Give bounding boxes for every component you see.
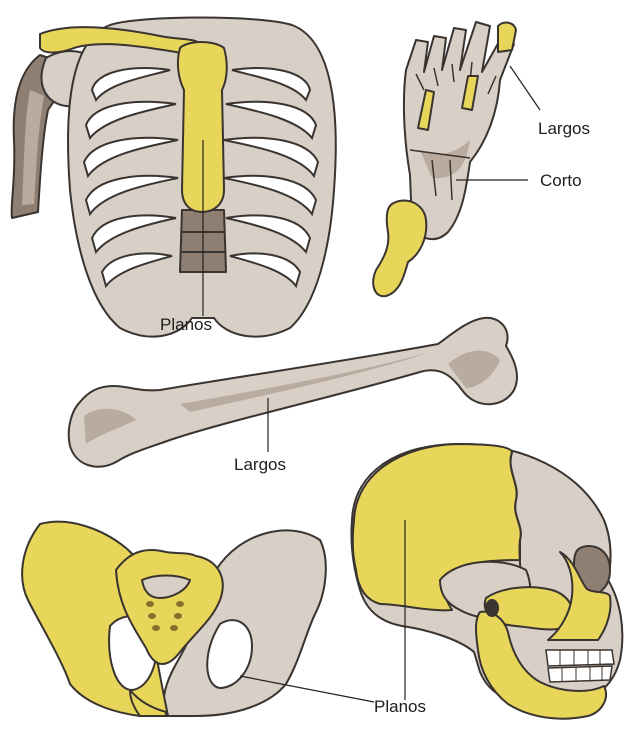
skull bbox=[351, 444, 622, 719]
label-largos-femur: Largos bbox=[234, 456, 286, 473]
sternum bbox=[178, 42, 227, 212]
ear-canal bbox=[485, 599, 499, 617]
foot bbox=[373, 22, 516, 296]
label-largos-foot: Largos bbox=[538, 120, 590, 137]
calcaneus bbox=[373, 201, 426, 297]
label-corto-foot: Corto bbox=[540, 172, 582, 189]
toe-phalanx-highlight bbox=[498, 23, 516, 52]
label-planos-pelvis-skull: Planos bbox=[374, 698, 426, 715]
rib-cage bbox=[12, 18, 336, 337]
label-planos-thorax: Planos bbox=[160, 316, 212, 333]
pelvis bbox=[22, 522, 326, 716]
